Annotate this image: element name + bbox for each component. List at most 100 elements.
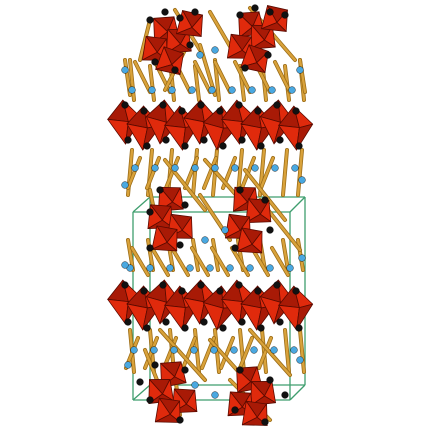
- black-sphere-atom: [159, 101, 167, 109]
- black-sphere-atom: [276, 136, 284, 144]
- blue-sphere-atom: [268, 86, 276, 94]
- black-sphere-atom: [254, 107, 262, 115]
- black-sphere-atom: [276, 318, 284, 326]
- bond-rod: [164, 156, 180, 190]
- blue-sphere-atom: [298, 176, 306, 184]
- bond-rod: [230, 246, 250, 277]
- black-sphere-atom: [171, 66, 179, 74]
- blue-sphere-atom: [211, 164, 219, 172]
- black-sphere-atom: [200, 136, 208, 144]
- bond-rod: [148, 64, 156, 102]
- bond-rod: [238, 336, 254, 370]
- black-sphere-atom: [146, 244, 154, 252]
- bond-rod: [243, 168, 287, 222]
- black-sphere-atom: [124, 136, 132, 144]
- black-sphere-atom: [236, 11, 244, 19]
- black-sphere-atom: [178, 287, 186, 295]
- blue-sphere-atom: [288, 86, 296, 94]
- bond-rod: [143, 336, 159, 370]
- bond-rod: [273, 60, 292, 94]
- blue-sphere-atom: [146, 264, 154, 272]
- black-sphere-atom: [176, 416, 184, 424]
- bond-rod: [202, 156, 218, 190]
- black-sphere-atom: [151, 361, 159, 369]
- blue-sphere-atom: [231, 164, 239, 172]
- black-sphere-atom: [261, 196, 269, 204]
- blue-sphere-atom: [270, 346, 278, 354]
- black-sphere-atom: [143, 142, 151, 150]
- black-sphere-atom: [231, 244, 239, 252]
- blue-sphere-atom: [298, 254, 306, 262]
- black-sphere-atom: [197, 281, 205, 289]
- black-sphere-atom: [257, 142, 265, 150]
- coordination-polyhedron: [245, 213, 272, 224]
- blue-sphere-atom: [121, 261, 129, 269]
- black-sphere-atom: [281, 391, 289, 399]
- bond-rod: [138, 18, 152, 62]
- black-sphere-atom: [292, 287, 300, 295]
- blue-sphere-atom: [188, 86, 196, 94]
- black-sphere-atom: [266, 8, 274, 16]
- blue-sphere-atom: [190, 346, 198, 354]
- black-sphere-atom: [159, 281, 167, 289]
- black-sphere-atom: [251, 4, 259, 12]
- blue-sphere-atom: [131, 164, 139, 172]
- blue-sphere-atom: [191, 381, 199, 389]
- coordination-polyhedron: [154, 413, 181, 423]
- bond-rod: [259, 156, 275, 190]
- bond-rod: [181, 336, 197, 370]
- coordination-polyhedron: [240, 62, 266, 73]
- black-sphere-atom: [200, 318, 208, 326]
- black-sphere-atom: [238, 318, 246, 326]
- bond-rod: [257, 336, 273, 370]
- black-sphere-atom: [181, 201, 189, 209]
- bond-rod: [281, 238, 290, 272]
- black-sphere-atom: [273, 281, 281, 289]
- black-sphere-atom: [146, 208, 154, 216]
- blue-sphere-atom: [148, 86, 156, 94]
- unit-cell-edge: [289, 196, 306, 213]
- bond-rod: [298, 58, 307, 94]
- blue-sphere-atom: [151, 164, 159, 172]
- black-sphere-atom: [176, 14, 184, 22]
- bond-rod: [126, 156, 142, 190]
- bond-rod: [170, 246, 190, 277]
- coordination-polyhedron: [250, 39, 276, 50]
- bond-rod: [190, 246, 210, 277]
- coordination-polyhedron: [261, 22, 287, 32]
- blue-sphere-atom: [226, 264, 234, 272]
- black-sphere-atom: [181, 324, 189, 332]
- black-sphere-atom: [238, 136, 246, 144]
- blue-sphere-atom: [286, 264, 294, 272]
- bond-rod: [281, 148, 289, 197]
- blue-sphere-atom: [250, 346, 258, 354]
- blue-sphere-atom: [228, 86, 236, 94]
- bond-rod: [210, 246, 230, 277]
- black-sphere-atom: [216, 107, 224, 115]
- bond-rod: [283, 328, 291, 374]
- blue-sphere-atom: [168, 86, 176, 94]
- black-sphere-atom: [178, 107, 186, 115]
- black-sphere-atom: [191, 8, 199, 16]
- bond-rod: [150, 246, 170, 277]
- black-sphere-atom: [146, 16, 154, 24]
- black-sphere-atom: [216, 287, 224, 295]
- blue-sphere-atom: [128, 86, 136, 94]
- black-sphere-atom: [176, 241, 184, 249]
- bond-rod: [233, 60, 252, 94]
- black-sphere-atom: [186, 41, 194, 49]
- bond-rod: [130, 246, 150, 277]
- blue-sphere-atom: [266, 264, 274, 272]
- blue-sphere-atom: [166, 264, 174, 272]
- bond-rod: [296, 148, 304, 197]
- coordination-polyhedron: [296, 123, 314, 151]
- blue-sphere-atom: [296, 66, 304, 74]
- blue-sphere-atom: [186, 264, 194, 272]
- bond-rod: [126, 238, 135, 272]
- blue-sphere-atom: [211, 391, 219, 399]
- black-sphere-atom: [261, 418, 269, 426]
- black-sphere-atom: [219, 142, 227, 150]
- black-sphere-atom: [235, 281, 243, 289]
- black-sphere-atom: [181, 366, 189, 374]
